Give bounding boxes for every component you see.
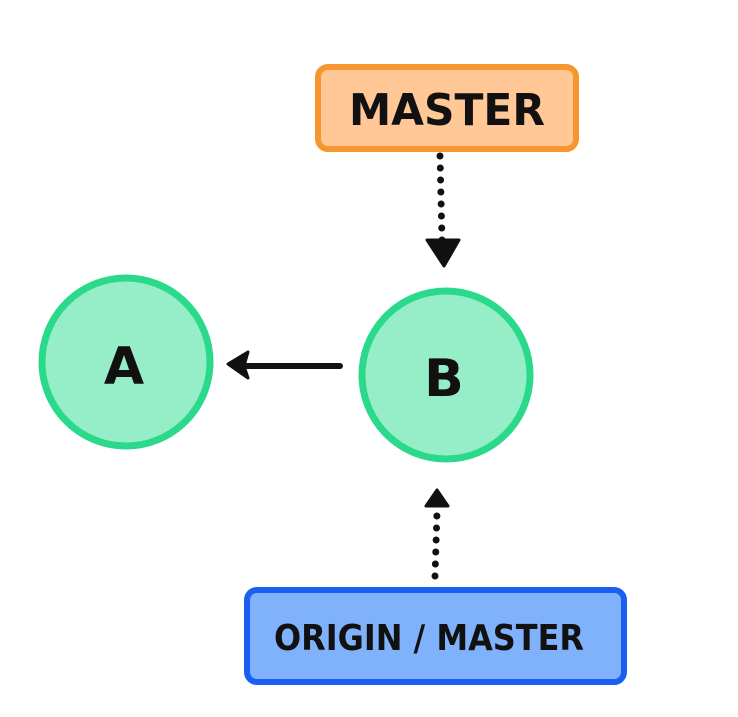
branch-label-origin-master: ORIGIN / MASTER bbox=[244, 587, 627, 685]
commit-node-a: A bbox=[38, 274, 214, 450]
branch-name: MASTER bbox=[349, 85, 545, 136]
arrowhead-icon bbox=[425, 238, 461, 268]
commit-circle bbox=[38, 274, 214, 450]
commit-label: A bbox=[104, 337, 144, 397]
arrowhead-icon bbox=[424, 488, 450, 508]
arrowhead-icon bbox=[226, 350, 250, 380]
commit-label: B bbox=[424, 349, 464, 409]
branch-box bbox=[315, 64, 579, 152]
edge-master-to-b bbox=[425, 152, 461, 268]
branch-box bbox=[244, 587, 627, 685]
edge-b-to-a bbox=[226, 350, 343, 380]
commit-node-b: B bbox=[358, 287, 534, 463]
branch-name: ORIGIN / MASTER bbox=[274, 618, 584, 659]
commit-circle bbox=[358, 287, 534, 463]
branch-label-master: MASTER bbox=[315, 64, 579, 152]
edge-origin-master-to-b bbox=[424, 488, 450, 580]
